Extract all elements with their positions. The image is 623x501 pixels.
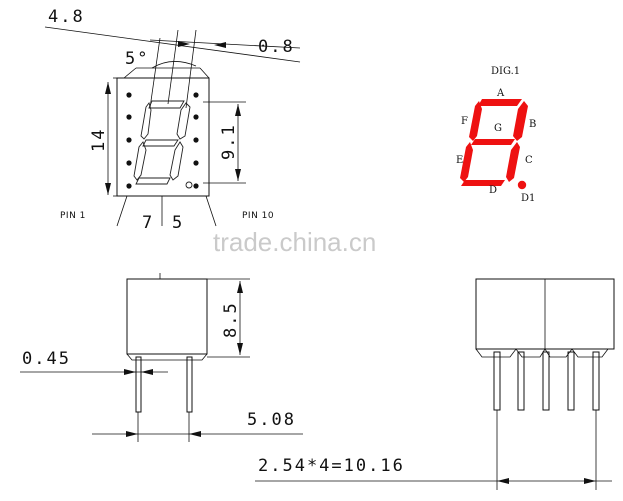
arrow-0-8 xyxy=(178,41,190,47)
pin10-label: PIN 10 xyxy=(242,211,274,221)
pin-dots xyxy=(126,92,199,189)
pin-dot xyxy=(126,183,132,189)
side-view: 8.5 0.45 5.08 xyxy=(20,273,303,442)
package-outline xyxy=(116,77,210,197)
pin-dot xyxy=(126,114,132,120)
dim-pin-pitch-label: 2.54*4=10.16 xyxy=(258,456,405,476)
segment-dp xyxy=(517,180,527,190)
seg-outline-b xyxy=(176,102,191,140)
front-pin-3 xyxy=(542,351,550,411)
seg-outline-e xyxy=(133,141,147,181)
top-view: 4.8 0.8 5° 14 9.1 xyxy=(44,7,301,233)
segment-a xyxy=(478,99,522,106)
digit-title: DIG.1 xyxy=(491,66,520,77)
arrow-5-08-right xyxy=(189,431,201,437)
front-standoff-right xyxy=(544,348,609,358)
pin1-leader xyxy=(116,195,128,227)
seg-label-c: C xyxy=(525,155,533,166)
arrow-14-bottom xyxy=(105,183,111,195)
pin-dot xyxy=(193,137,199,143)
seg-label-a: A xyxy=(496,88,505,99)
pin-dot xyxy=(126,137,132,143)
pin-dot xyxy=(193,183,199,189)
seg-label-f: F xyxy=(461,116,468,127)
digit-outline xyxy=(133,100,193,189)
pin-spacing-a: 7 xyxy=(142,213,154,233)
angle-arc xyxy=(151,61,197,69)
arrow-9-1-bottom xyxy=(235,169,241,181)
segment-g xyxy=(471,139,515,145)
chamfer-left xyxy=(123,67,137,79)
leader-4-8 xyxy=(44,26,301,63)
pin-dot xyxy=(193,114,199,120)
pin-dot xyxy=(193,92,199,98)
arrow-pitch-right xyxy=(584,478,596,484)
seg-outline-c xyxy=(169,141,184,181)
side-pin-left xyxy=(135,356,142,413)
pin-spacing-b: 5 xyxy=(172,213,184,233)
front-standoff-left xyxy=(475,348,546,358)
front-pin-2 xyxy=(517,351,525,411)
front-pin-4 xyxy=(567,351,575,411)
pin-dot xyxy=(126,160,132,166)
arrow-pitch-left xyxy=(497,478,509,484)
dim-angle-label: 5° xyxy=(125,49,149,69)
chamfer-right xyxy=(199,67,210,79)
arrow-0-8b xyxy=(214,42,226,48)
seg-outline-a xyxy=(148,100,185,109)
side-pin-right xyxy=(186,356,193,413)
segment-b xyxy=(513,101,528,141)
ext-right-slant xyxy=(185,29,197,109)
dim-segment-label: 0.8 xyxy=(258,37,295,57)
pin10-leader xyxy=(205,195,217,227)
digit-diagram: DIG.1 A B C D E F G D1 xyxy=(456,66,536,204)
seg-outline-g xyxy=(142,139,179,147)
arrow-9-1-top xyxy=(235,104,241,116)
seg-label-d: D xyxy=(489,185,497,196)
seg-label-b: B xyxy=(529,119,536,130)
seg-outline-f xyxy=(140,102,152,140)
seg-outline-d xyxy=(135,177,171,185)
dim-pin-row-label: 5.08 xyxy=(247,410,296,430)
segment-d xyxy=(461,180,505,186)
segment-c xyxy=(506,142,520,182)
dim-pin-width-label: 0.45 xyxy=(22,349,71,369)
segment-e xyxy=(460,142,473,182)
arrow-8-5-top xyxy=(237,281,243,293)
dim-width-label: 4.8 xyxy=(48,7,85,27)
ext-left-slant xyxy=(149,37,161,109)
ext-mid-slant xyxy=(167,29,179,105)
pin-dot xyxy=(126,92,132,98)
dim-body-height-label: 8.5 xyxy=(221,301,241,338)
arrow-0-45-left xyxy=(124,369,136,375)
side-standoff xyxy=(126,353,208,361)
pin-dot xyxy=(193,160,199,166)
pin1-label: PIN 1 xyxy=(60,211,86,221)
front-view: 2.54*4=10.16 xyxy=(255,278,615,490)
front-pin-5 xyxy=(592,351,600,411)
segment-f xyxy=(469,101,482,141)
seg-label-dp: D1 xyxy=(521,193,535,204)
front-pin-1 xyxy=(493,351,501,411)
red-digit xyxy=(460,99,528,190)
arrow-0-45-right xyxy=(141,369,153,375)
side-body xyxy=(126,278,208,355)
seg-outline-dp xyxy=(185,181,193,189)
dim-height-label: 14 xyxy=(89,128,109,152)
arrow-14-top xyxy=(105,82,111,94)
watermark: trade.china.cn xyxy=(213,227,376,257)
arrow-5-08-left xyxy=(126,431,138,437)
dim-digit-height-label: 9.1 xyxy=(219,123,239,160)
arrow-8-5-bottom xyxy=(237,343,243,355)
seg-label-e: E xyxy=(456,155,463,166)
seg-label-g: G xyxy=(494,123,502,134)
